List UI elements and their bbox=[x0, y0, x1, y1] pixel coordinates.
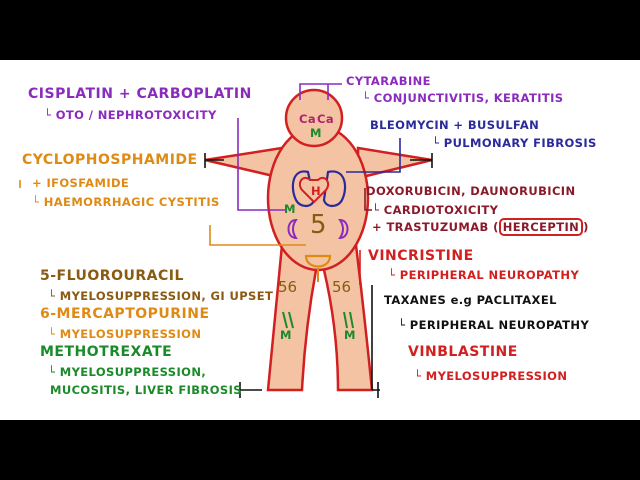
methotrexate-effect-2: MUCOSITIS, LIVER FIBROSIS bbox=[50, 383, 242, 397]
connector-doxorubicin bbox=[364, 188, 372, 211]
connector-cyclophosphamide bbox=[19, 180, 306, 246]
cyclophosphamide-label: CYCLOPHOSPHAMIDE bbox=[22, 152, 198, 168]
vinblastine-effect: └ MYELOSUPPRESSION bbox=[414, 369, 568, 383]
connector-cisplatin bbox=[237, 118, 286, 211]
bracket-left-arm bbox=[204, 153, 224, 168]
ifosfamide-label: + IFOSFAMIDE bbox=[32, 176, 130, 190]
taxanes-effect: └ PERIPHERAL NEUROPATHY bbox=[398, 318, 590, 332]
left-leg-lines bbox=[282, 311, 294, 329]
bracket-right-arm bbox=[410, 153, 433, 168]
heart-shape bbox=[298, 176, 330, 204]
right-kidney bbox=[338, 218, 349, 240]
head-mark-left: Ca bbox=[299, 112, 316, 126]
taxanes-label: TAXANES e.g PACLITAXEL bbox=[384, 293, 557, 307]
head-mark-right: Ca bbox=[317, 112, 334, 126]
body-diagram bbox=[19, 83, 433, 398]
fluorouracil-effect: └ MYELOSUPPRESSION, GI UPSET bbox=[48, 289, 274, 303]
leg-left-number: 56 bbox=[278, 278, 298, 296]
vincristine-label: VINCRISTINE bbox=[368, 248, 474, 264]
mercaptopurine-label: 6-MERCAPTOPURINE bbox=[40, 306, 210, 322]
herceptin-box: HERCEPTIN bbox=[498, 218, 584, 236]
bowel-mark: 5 bbox=[310, 210, 327, 240]
diagram-canvas: Ca Ca M H M 5 56 56 M M CISPLATIN + CARB… bbox=[0, 60, 640, 420]
leg-right-m: M bbox=[344, 328, 356, 342]
head bbox=[284, 88, 344, 148]
right-leg-lines bbox=[343, 311, 354, 329]
methotrexate-effect-1: └ MYELOSUPPRESSION, bbox=[48, 365, 207, 379]
doxorubicin-label: DOXORUBICIN, DAUNORUBICIN bbox=[366, 184, 576, 198]
methotrexate-label: METHOTREXATE bbox=[40, 344, 173, 360]
mercaptopurine-effect: └ MYELOSUPPRESSION bbox=[48, 327, 202, 341]
vincristine-effect: └ PERIPHERAL NEUROPATHY bbox=[388, 268, 580, 282]
fluorouracil-label: 5-FLUOROURACIL bbox=[40, 268, 184, 284]
cytarabine-effect: └ CONJUNCTIVITIS, KERATITIS bbox=[362, 91, 564, 105]
cisplatin-label: CISPLATIN + CARBOPLATIN bbox=[28, 86, 252, 102]
cytarabine-label: CYTARABINE bbox=[346, 74, 431, 88]
head-mark-m: M bbox=[310, 126, 322, 140]
left-kidney bbox=[287, 218, 298, 240]
leg-left-m: M bbox=[280, 328, 292, 342]
bleomycin-label: BLEOMYCIN + BUSULFAN bbox=[370, 118, 540, 132]
connector-cytarabine bbox=[299, 83, 342, 100]
torso-mark-m: M bbox=[284, 202, 296, 216]
right-lung bbox=[322, 170, 347, 208]
left-leg bbox=[266, 242, 318, 392]
connector-bleomycin bbox=[346, 138, 401, 173]
bleomycin-effect: └ PULMONARY FIBROSIS bbox=[432, 136, 597, 150]
bladder bbox=[304, 254, 332, 268]
doxorubicin-effect: └ CARDIOTOXICITY bbox=[372, 203, 499, 217]
vinblastine-label: VINBLASTINE bbox=[408, 344, 518, 360]
right-arm bbox=[356, 146, 433, 180]
bracket-right-leg bbox=[372, 382, 380, 398]
bracket-left-leg bbox=[239, 382, 262, 398]
left-lung bbox=[291, 170, 316, 208]
leg-right-number: 56 bbox=[332, 278, 352, 296]
trastuzumab-label: + TRASTUZUMAB (HERCEPTIN) bbox=[372, 218, 589, 236]
heart-mark: H bbox=[311, 184, 322, 198]
cisplatin-effect: └ OTO / NEPHROTOXICITY bbox=[44, 108, 217, 122]
cystitis-effect: └ HAEMORRHAGIC CYSTITIS bbox=[32, 195, 220, 209]
